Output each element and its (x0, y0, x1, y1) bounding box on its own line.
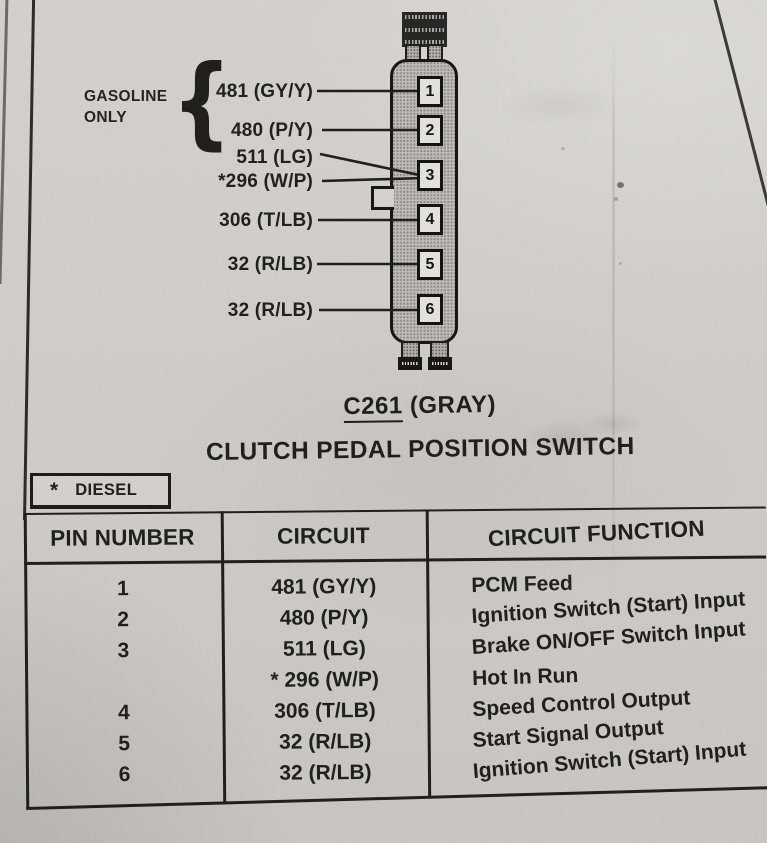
wire-label-32a: 32 (R/LB) (227, 254, 313, 275)
cell-pin: 6 (118, 762, 131, 786)
wire-label-32b: 32 (R/LB) (227, 300, 313, 321)
cell-circuit: * 296 (W/P) (270, 668, 380, 692)
cell-pin: 3 (117, 639, 130, 663)
cell-function: Speed Control Output (427, 686, 767, 723)
header-circuit-function: CIRCUIT FUNCTION (426, 515, 766, 551)
table-body: 1 481 (GY/Y) PCM Feed 2 480 (P/Y) Igniti… (24, 559, 767, 792)
cell-function-text: PCM Feed (471, 572, 574, 598)
diesel-label: DIESEL (75, 481, 138, 499)
wire-label-296: *296 (W/P) (218, 171, 313, 192)
pin-box-1: 1 (417, 76, 443, 107)
connector-side-tab (371, 186, 394, 210)
cell-pin: 5 (118, 731, 131, 756)
header-circuit-function-text: CIRCUIT FUNCTION (486, 515, 705, 551)
pin-number: 2 (425, 121, 435, 139)
paper-speck (619, 262, 622, 265)
cell-pin: 4 (117, 701, 130, 725)
wire-label-306: 306 (T/LB) (219, 210, 313, 231)
connector-title: C261 (GRAY) CLUTCH PEDAL POSITION SWITCH (110, 388, 731, 469)
pin-number: 4 (425, 210, 435, 228)
cell-pin (25, 681, 222, 683)
wire-label-511: 511 (LG) (236, 147, 313, 168)
cell-circuit: 511 (LG) (282, 637, 366, 661)
connector-bottom-cap (398, 357, 422, 370)
wire-label-480: 480 (P/Y) (230, 120, 313, 141)
connector-id: C261 (343, 392, 403, 424)
connector-bottom-cap (428, 357, 452, 370)
cell-circuit: 306 (T/LB) (274, 698, 376, 723)
pin-number: 6 (425, 300, 435, 318)
cell-function: Ignition Switch (Start) Input (428, 737, 767, 784)
page-border-left (23, 0, 35, 521)
connector-top-keying (402, 12, 447, 47)
cell-pin: 2 (117, 608, 130, 632)
pin-box-4: 4 (417, 204, 443, 235)
pin-box-6: 6 (417, 294, 443, 325)
cell-circuit: 481 (GY/Y) (271, 575, 377, 600)
pin-number: 3 (425, 166, 435, 184)
pinout-table: PIN NUMBER CIRCUIT CIRCUIT FUNCTION 1 48… (23, 506, 767, 813)
page-border-top-right (712, 0, 767, 211)
cell-circuit: 480 (P/Y) (279, 606, 369, 631)
page-edge-shadow (0, 0, 9, 284)
connector-color: (GRAY) (402, 390, 497, 420)
cell-circuit: 32 (R/LB) (279, 760, 372, 785)
pin-box-3: 3 (417, 160, 443, 191)
pin-number: 1 (425, 82, 435, 100)
pin-box-2: 2 (417, 115, 443, 146)
cell-pin: 1 (116, 577, 129, 601)
cell-function: Brake ON/OFF Switch Input (427, 618, 767, 661)
cell-circuit: 32 (R/LB) (279, 729, 372, 754)
pin-box-5: 5 (417, 249, 443, 280)
paper-speck (614, 197, 618, 201)
asterisk-symbol: * (50, 478, 59, 502)
header-circuit: CIRCUIT (276, 522, 370, 549)
diesel-note-box: * DIESEL (30, 473, 171, 509)
connector-id-line: C261 (GRAY) (110, 388, 730, 425)
cell-function-text: Hot In Run (471, 664, 579, 691)
paper-speck (561, 147, 565, 150)
cell-function: Hot In Run (427, 664, 767, 692)
connector-name: CLUTCH PEDAL POSITION SWITCH (205, 433, 635, 466)
header-pin-number: PIN NUMBER (50, 524, 195, 551)
paper-speck (617, 182, 624, 188)
table-row: 6 32 (R/LB) Ignition Switch (Start) Inpu… (26, 737, 767, 791)
pin-number: 5 (425, 255, 435, 273)
wire-label-481: 481 (GY/Y) (215, 81, 313, 102)
table-header-row: PIN NUMBER CIRCUIT CIRCUIT FUNCTION (23, 506, 767, 566)
